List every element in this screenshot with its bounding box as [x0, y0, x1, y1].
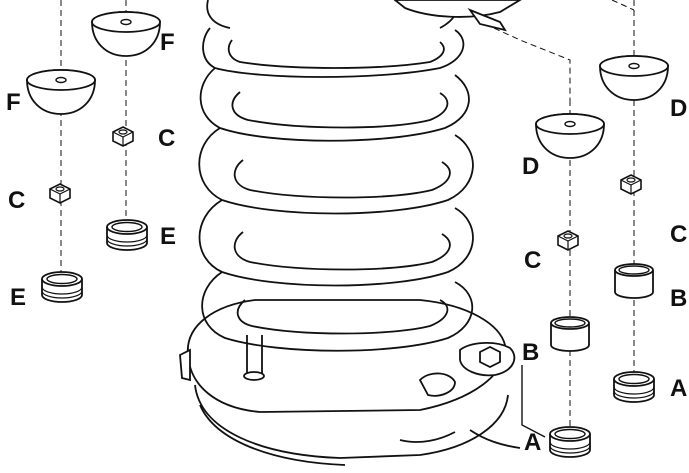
part-ring-a-outer — [613, 371, 655, 403]
part-sleeve-b-outer — [614, 263, 654, 299]
part-ring-e-left — [41, 271, 83, 303]
part-ring-e-inner — [106, 219, 148, 251]
leader-b-to-a — [521, 365, 546, 438]
part-dome-d-outer — [599, 55, 669, 101]
axis-right-top — [611, 0, 635, 11]
label-d-inner: D — [522, 153, 539, 180]
label-f-inner: F — [160, 29, 175, 56]
part-nut-c-right-inner — [557, 230, 579, 251]
label-c-inner: C — [158, 125, 175, 152]
label-b-outer: B — [670, 285, 687, 312]
part-nut-c-inner — [112, 126, 134, 147]
label-e-inner: E — [160, 223, 176, 250]
label-f-left: F — [6, 89, 21, 116]
part-nut-c-right-outer — [620, 174, 642, 195]
leader-lines — [521, 365, 546, 438]
label-a-outer: A — [670, 375, 687, 402]
part-dome-f-left — [26, 69, 96, 115]
coil-1 — [202, 27, 465, 78]
coil-spring — [198, 0, 474, 352]
label-c-right-inner: C — [524, 247, 541, 274]
spring-seat-assembly — [179, 299, 521, 466]
label-a-inner: A — [524, 429, 541, 456]
part-labels: F F C C E E D D C C B B A A — [6, 29, 687, 456]
part-ring-a-inner — [549, 426, 591, 458]
part-sleeve-b-inner — [550, 316, 590, 352]
part-nut-c-left — [49, 183, 71, 204]
label-c-right-outer: C — [670, 221, 687, 248]
label-d-outer: D — [670, 95, 687, 122]
upper-mount-fragment — [393, 0, 522, 32]
part-dome-d-inner — [535, 113, 605, 159]
part-dome-f-inner — [91, 11, 161, 57]
axis-right-leader — [484, 23, 571, 100]
label-b-inner: B — [522, 339, 539, 366]
label-c-left: C — [8, 187, 25, 214]
label-e-left: E — [10, 284, 26, 311]
